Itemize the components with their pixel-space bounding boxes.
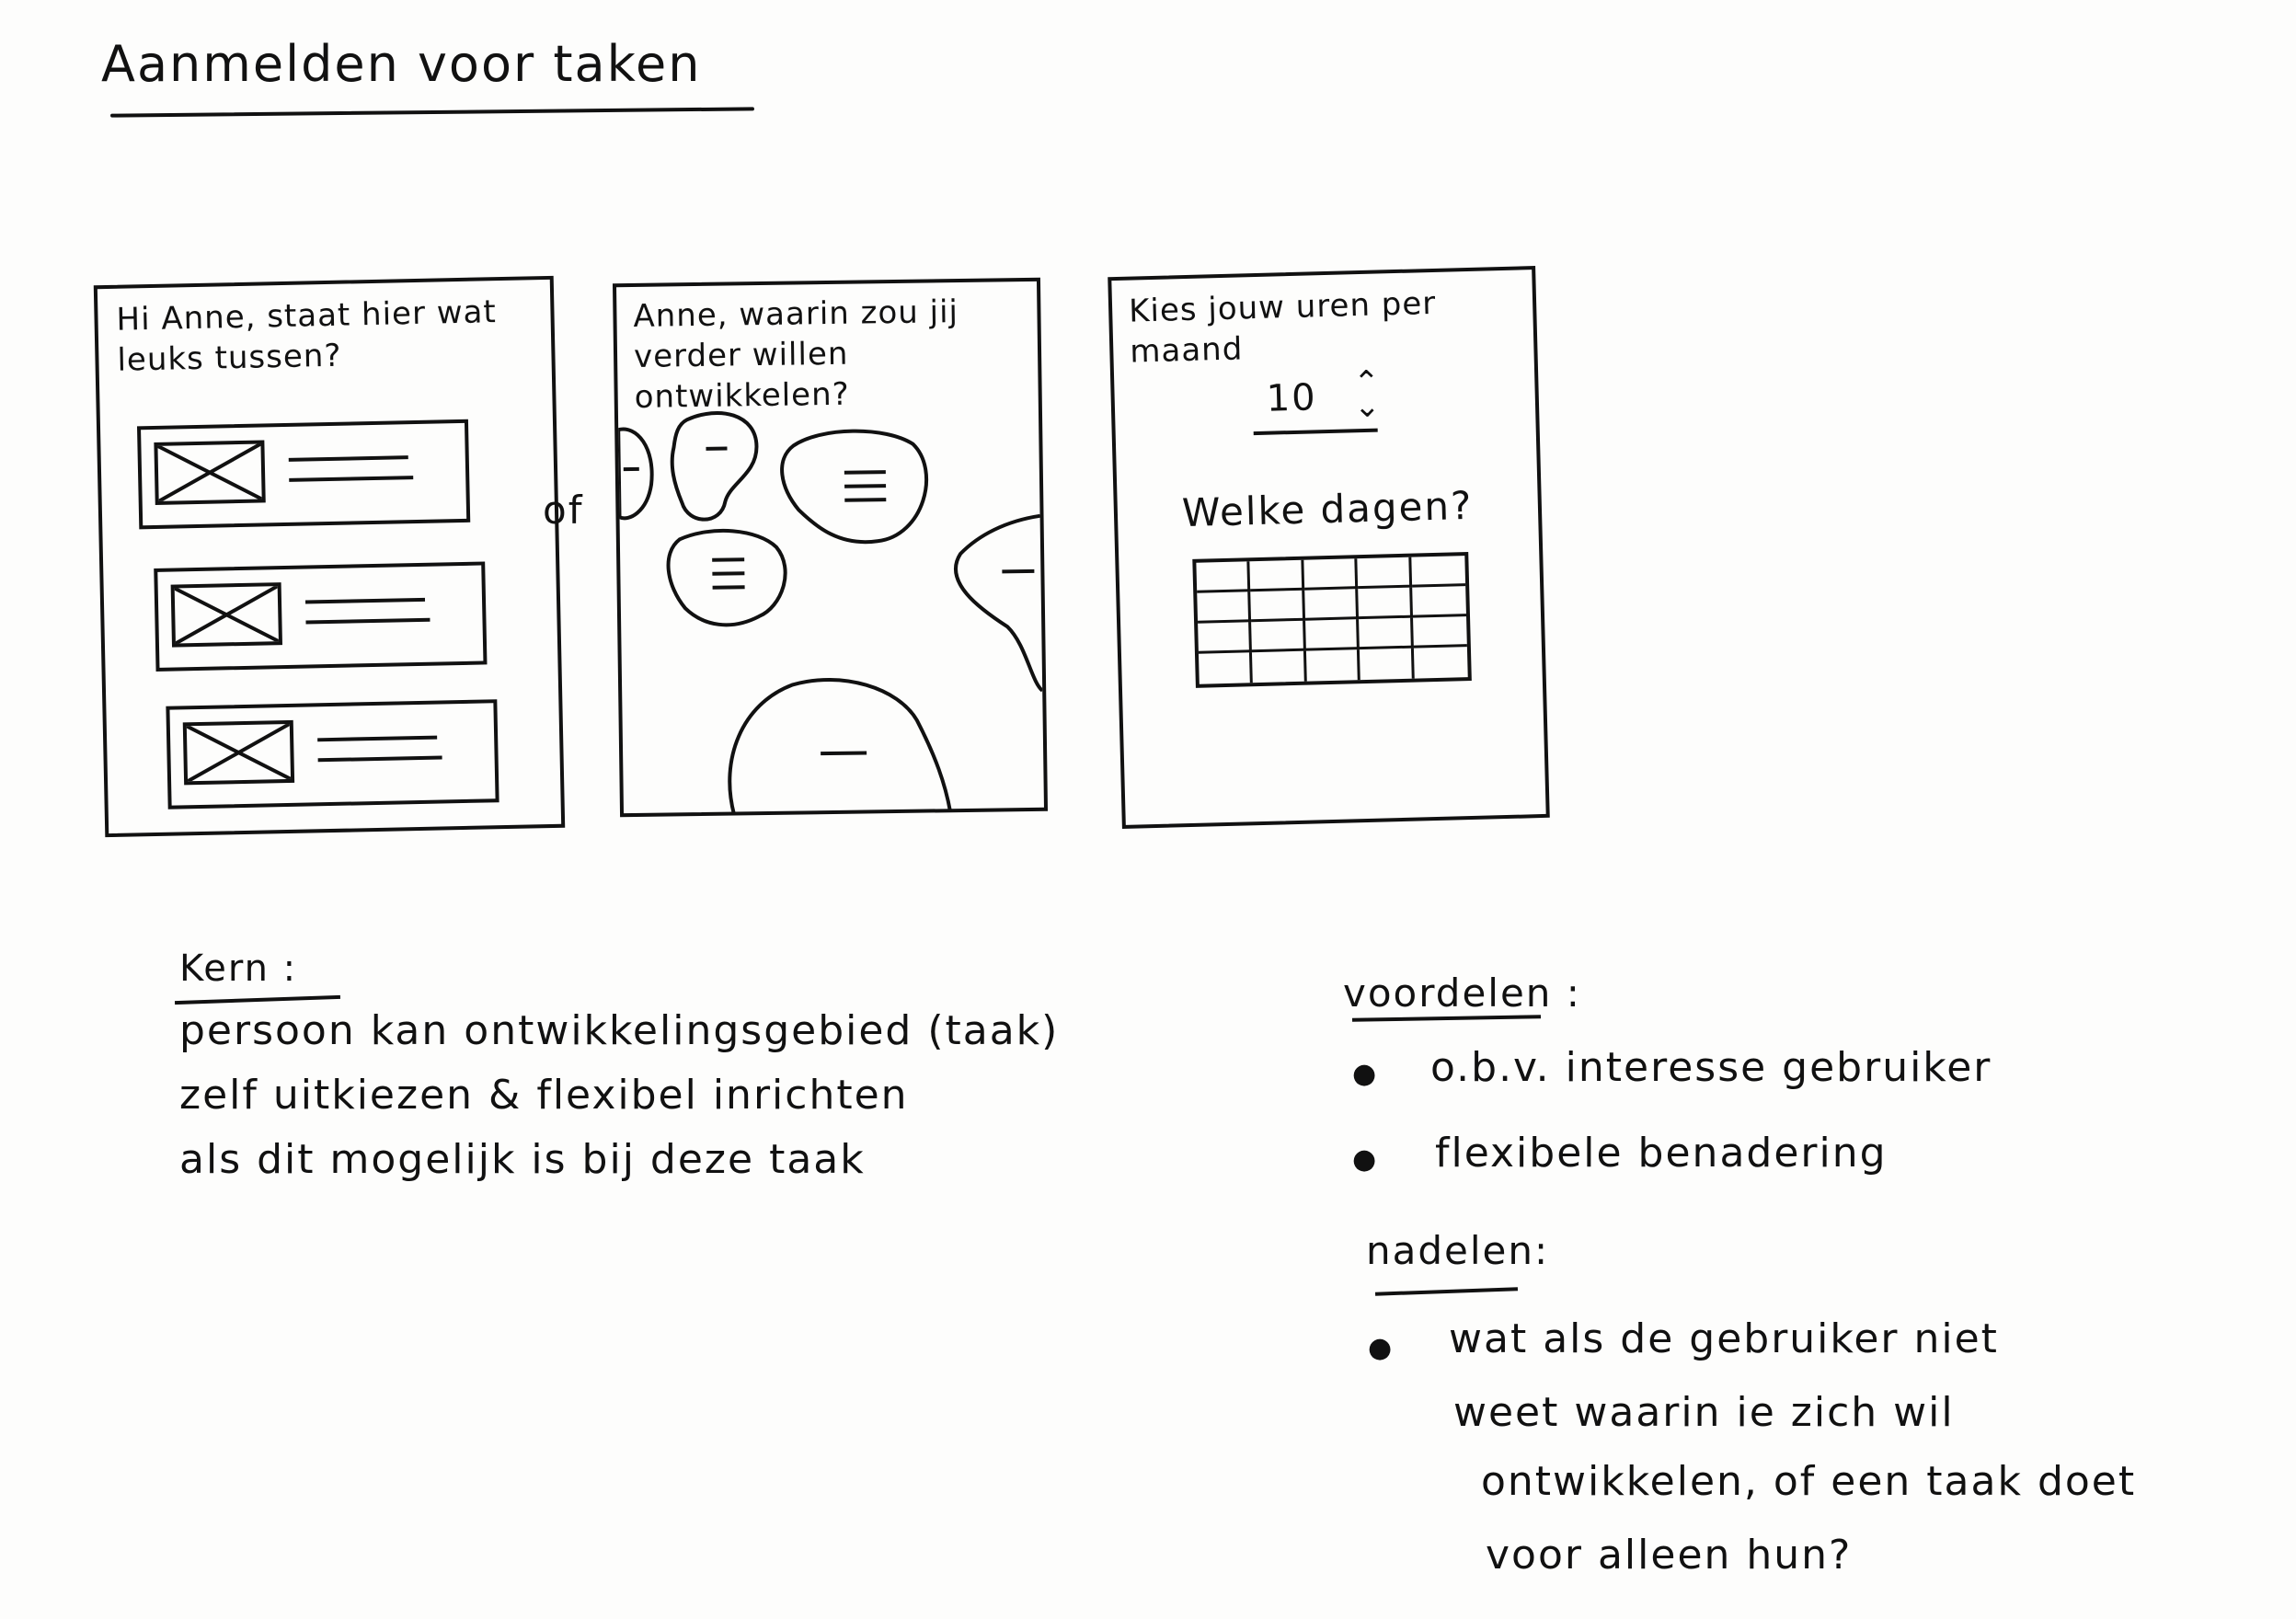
bullet-icon: ●	[1368, 1332, 1395, 1364]
interest-blob	[617, 427, 654, 521]
image-placeholder-icon	[182, 719, 295, 786]
interest-blob	[780, 429, 929, 545]
interest-blob	[670, 411, 759, 522]
task-card[interactable]	[136, 419, 471, 530]
hours-value: 10	[1266, 376, 1318, 420]
or-label: of	[543, 488, 584, 533]
screen-3-prompt: Kies jouw uren per maand	[1128, 284, 1437, 371]
title-underline	[109, 107, 755, 118]
hours-stepper-icon[interactable]: ⌃⌄	[1352, 363, 1382, 426]
page-title: Aanmelden voor taken	[101, 35, 702, 93]
screen-interest-map: Anne, waarin zou jij verder willen ontwi…	[612, 277, 1049, 818]
text-line	[289, 476, 414, 482]
days-label: Welke dagen?	[1181, 482, 1474, 536]
nadelen-heading: nadelen:	[1366, 1228, 1550, 1273]
hours-input-underline	[1253, 428, 1378, 436]
interest-blob	[728, 678, 952, 815]
nadelen-line: ontwikkelen, of een taak doet	[1481, 1458, 2137, 1505]
text-line	[317, 755, 442, 763]
text-line	[317, 735, 438, 742]
blob-text-line	[844, 498, 887, 502]
nadelen-line: voor alleen hun?	[1486, 1532, 1853, 1579]
nadelen-underline	[1374, 1287, 1519, 1296]
interest-blob	[666, 529, 787, 627]
nadelen-line: wat als de gebruiker niet	[1449, 1315, 1999, 1362]
kern-line: persoon kan ontwikkelingsgebied (taak)	[179, 1007, 1060, 1054]
voordelen-item: flexibele benadering	[1435, 1130, 1888, 1177]
task-card[interactable]	[166, 699, 499, 810]
kern-underline	[174, 994, 341, 1005]
text-line	[288, 455, 408, 462]
kern-line: als dit mogelijk is bij deze taak	[179, 1136, 866, 1183]
image-placeholder-icon	[154, 440, 266, 505]
interest-blobs[interactable]	[617, 406, 1044, 816]
voordelen-heading: voordelen :	[1343, 970, 1581, 1016]
interest-blob	[954, 513, 1044, 693]
screen-1-prompt: Hi Anne, staat hier wat leuks tussen?	[116, 293, 498, 379]
voordelen-item: o.b.v. interesse gebruiker	[1430, 1044, 1992, 1091]
voordelen-underline	[1351, 1015, 1542, 1022]
screen-task-list: Hi Anne, staat hier wat leuks tussen?	[93, 275, 566, 838]
kern-line: zelf uitkiezen & flexibel inrichten	[179, 1072, 909, 1119]
kern-heading: Kern :	[179, 947, 298, 990]
days-calendar-grid[interactable]	[1192, 552, 1472, 688]
task-card[interactable]	[154, 561, 488, 672]
blob-text-line	[844, 470, 886, 475]
nadelen-line: weet waarin ie zich wil	[1453, 1389, 1955, 1436]
screen-availability: Kies jouw uren per maand 10 ⌃⌄ Welke dag…	[1108, 266, 1550, 829]
text-line	[305, 617, 430, 625]
bullet-icon: ●	[1352, 1143, 1379, 1176]
screen-2-prompt: Anne, waarin zou jij verder willen ontwi…	[633, 293, 959, 416]
blob-text-line	[844, 484, 887, 488]
text-line	[304, 597, 426, 604]
image-placeholder-icon	[170, 582, 283, 648]
bullet-icon: ●	[1352, 1058, 1379, 1090]
blob-text-line	[821, 751, 867, 756]
